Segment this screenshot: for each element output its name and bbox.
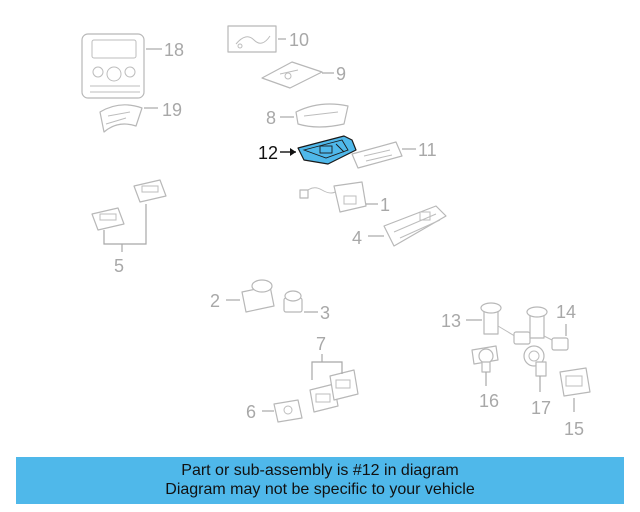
- callout-2: 2: [210, 291, 220, 311]
- callout-5: 5: [114, 256, 124, 276]
- part-4-switch-bank: [383, 205, 447, 247]
- part-7-switch-pair: [309, 369, 359, 413]
- part-14-sensor: [526, 306, 569, 351]
- part-6-small-switch: [273, 399, 303, 423]
- part-13-sensor: [480, 302, 531, 345]
- banner-line-1: Part or sub-assembly is #12 in diagram: [181, 462, 459, 479]
- callout-8: 8: [266, 108, 276, 128]
- callout-19: 19: [162, 100, 182, 120]
- part-10-connector: [227, 25, 277, 53]
- callout-1: 1: [380, 195, 390, 215]
- callout-16: 16: [479, 391, 499, 411]
- callout-14: 14: [556, 302, 576, 322]
- callout-6: 6: [246, 402, 256, 422]
- info-banner: Part or sub-assembly is #12 in diagram D…: [16, 457, 624, 504]
- callout-4: 4: [352, 228, 362, 248]
- part-17-sensor: [523, 345, 547, 377]
- part-1-switch: [299, 181, 367, 213]
- part-11-switch-panel: [351, 141, 403, 169]
- callout-15: 15: [564, 419, 584, 439]
- part-18-radio-unit: [81, 33, 145, 99]
- exploded-parts-diagram: 18 19 10 9 8 12 1: [81, 25, 591, 439]
- callout-3: 3: [320, 303, 330, 323]
- callout-18: 18: [164, 40, 184, 60]
- part-2-rotary-switch: [241, 279, 275, 313]
- part-9-bracket-plate: [261, 61, 323, 89]
- banner-line-2: Diagram may not be specific to your vehi…: [165, 481, 475, 498]
- part-16-sensor: [471, 345, 499, 373]
- part-8-control-module: [295, 103, 349, 128]
- part-5-switch-pair: [91, 179, 167, 231]
- callout-13: 13: [441, 311, 461, 331]
- callout-17: 17: [531, 398, 551, 418]
- callout-9: 9: [336, 64, 346, 84]
- part-12-highlighted-bracket: [297, 135, 357, 165]
- callout-12: 12: [258, 143, 278, 163]
- callout-7: 7: [316, 334, 326, 354]
- callout-11: 11: [418, 140, 437, 160]
- part-19-trim-cover: [99, 104, 143, 133]
- callout-10: 10: [289, 30, 309, 50]
- part-3-knob: [283, 290, 303, 313]
- part-15-switch: [559, 367, 591, 397]
